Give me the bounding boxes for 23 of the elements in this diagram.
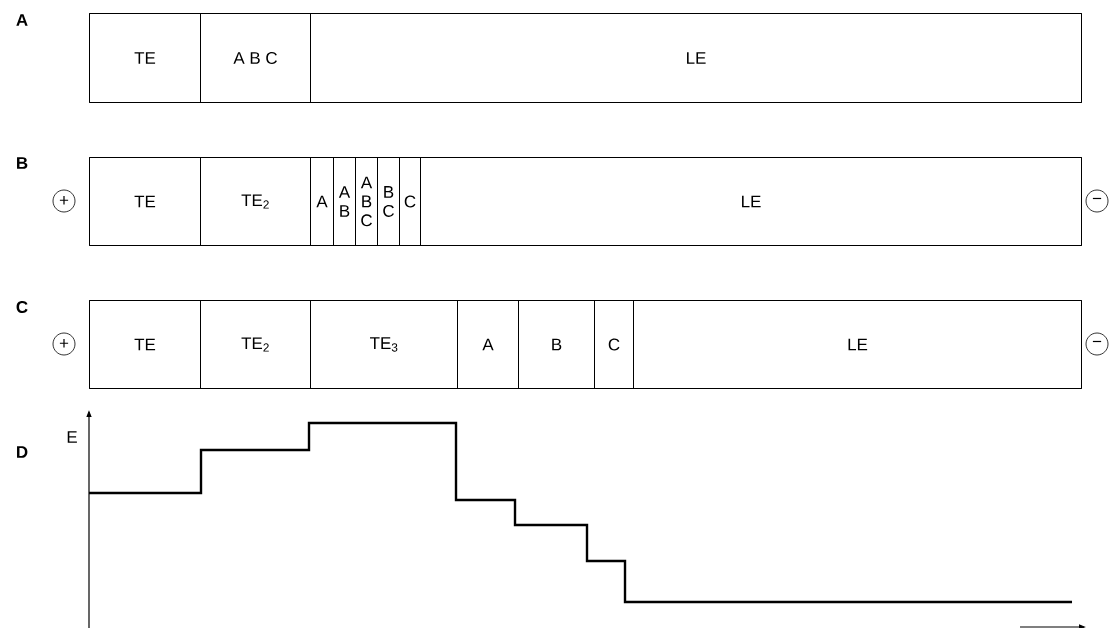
zone-cell: TE [89,300,201,389]
zone-cell: LE [633,300,1082,389]
zone-cell: TE$_{2}$ [200,300,311,389]
zone-cell: C [594,300,634,389]
panel-label: C [16,301,28,313]
zone-cell: LE [310,13,1082,103]
zone-cell: TE$_{2}$ [200,157,311,246]
zone-cell: A B C [355,157,378,246]
zone-cell: A [310,157,334,246]
zone-cell: B [518,300,595,389]
zone-cell: LE [420,157,1082,246]
zone-cell: TE [89,13,201,103]
panel-label: B [17,157,28,169]
panel-label: D [17,446,28,458]
zone-cell: A [457,300,519,389]
zone-cell: TE [89,157,201,246]
zone-cell: A B [333,157,356,246]
zone-cell: TE$_{3}$ [310,300,458,389]
axis-label: E [67,431,77,443]
zone-cell: B C [377,157,400,246]
zone-cell: C [399,157,421,246]
zone-cell: A B C [200,13,311,103]
panel-label: A [16,14,28,26]
